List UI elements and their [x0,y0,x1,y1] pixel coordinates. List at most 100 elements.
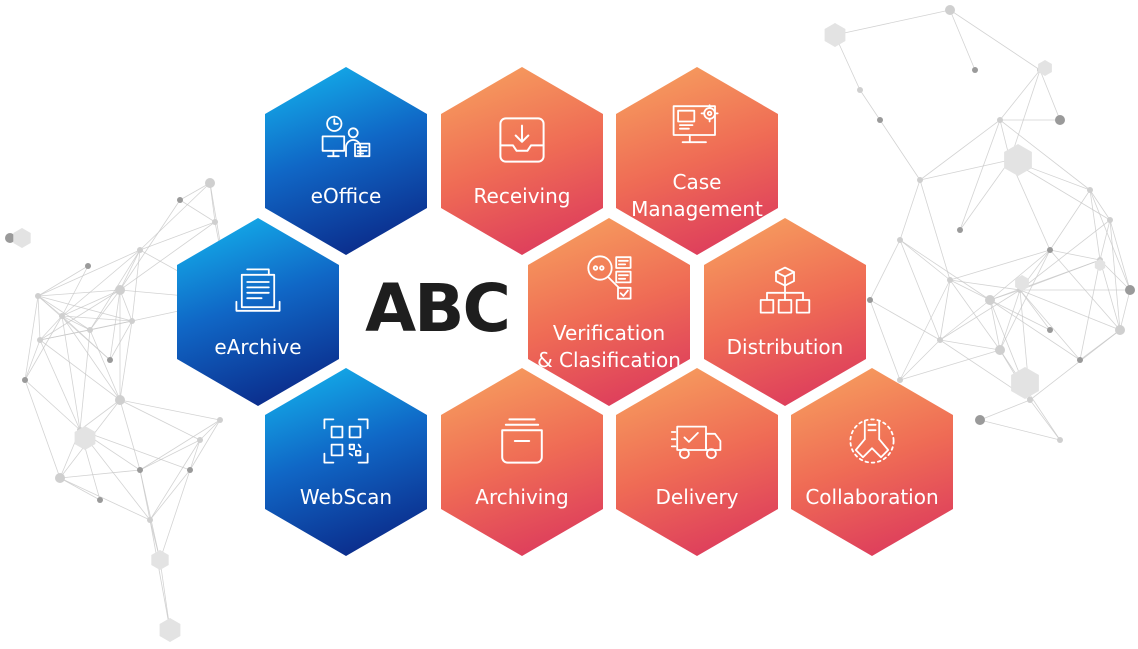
network-line [989,299,1051,331]
network-line [939,279,951,341]
network-line [1109,219,1121,331]
network-line [119,320,133,401]
network-line [869,299,941,341]
network-hex [1004,144,1032,176]
network-node [1047,247,1053,253]
network-line [149,439,201,521]
network-line [959,159,1011,231]
network-node [85,263,91,269]
network-node [97,497,103,503]
network-node [995,345,1005,355]
network-line [149,469,191,521]
network-line [119,249,141,291]
network-line [139,469,161,561]
network-node [867,297,873,303]
network-node [997,117,1003,123]
archive-box-icon [495,414,549,484]
network-line [919,119,1001,181]
network-line [1019,289,1081,361]
tile-label: eArchive [214,334,302,359]
network-line [1049,249,1101,261]
network-line [1079,259,1101,361]
network-line [24,379,61,479]
network-node [22,377,28,383]
network-line [139,419,221,471]
network-line [119,399,221,421]
network-node [1057,437,1063,443]
network-line [89,289,121,331]
network-line [24,379,81,431]
network-line [999,119,1091,191]
delivery-truck-icon [670,414,724,484]
network-hex [1038,60,1052,76]
network-line [37,289,121,297]
network-line [139,221,216,251]
network-line [1119,289,1131,331]
network-node [937,337,943,343]
network-node [147,517,153,523]
tile-label: Case Management [631,170,763,221]
network-line [949,9,1041,71]
network-node [1115,325,1125,335]
network-line [979,399,1031,421]
network-node [1077,357,1083,363]
network-line [999,289,1021,351]
network-hex [1094,259,1106,271]
network-line [869,239,901,301]
network-node [1125,285,1135,295]
network-node [957,227,963,233]
network-line [939,289,1021,341]
network-line [899,279,951,381]
network-node [177,197,183,203]
network-line [1049,249,1121,331]
network-node [985,295,995,305]
network-line [919,179,951,281]
network-line [39,289,121,341]
network-line [119,399,141,471]
network-line [139,182,211,251]
network-line [1109,219,1131,291]
network-line [1099,219,1111,261]
network-line [61,249,141,317]
network-node [945,5,955,15]
network-line [1019,219,1111,291]
network-line [119,221,216,291]
network-line [899,339,941,381]
network-line [1089,189,1101,261]
tile-label: eOffice [310,183,382,208]
network-hex [824,23,846,47]
network-line [61,315,81,431]
network-node [35,293,41,299]
network-node [212,219,218,225]
network-node [877,117,883,123]
network-line [119,199,181,291]
tile-label: Archiving [475,484,569,509]
network-node [975,415,985,425]
network-node [897,237,903,243]
network-line [89,329,121,401]
network-node [87,327,93,333]
network-line [899,179,921,241]
tile-label: Delivery [655,484,739,509]
network-node [197,437,203,443]
tile-receiving[interactable]: Receiving [441,67,603,255]
office-worker-clock-icon [319,113,373,183]
network-line [59,477,151,521]
tile-label: Receiving [473,183,571,208]
network-node [129,318,135,324]
network-node [897,377,903,383]
network-line [834,9,951,36]
network-line [149,519,171,631]
network-line [179,182,211,201]
network-line [989,249,1051,301]
network-line [89,320,133,331]
network-line [959,119,1001,231]
network-line [37,295,41,341]
network-node [972,67,978,73]
network-node [205,178,215,188]
brand-logo-text: ABC [365,270,511,347]
network-line [24,339,41,381]
network-line [869,299,901,381]
inbox-tray-icon [495,113,549,183]
network-line [1019,289,1121,331]
